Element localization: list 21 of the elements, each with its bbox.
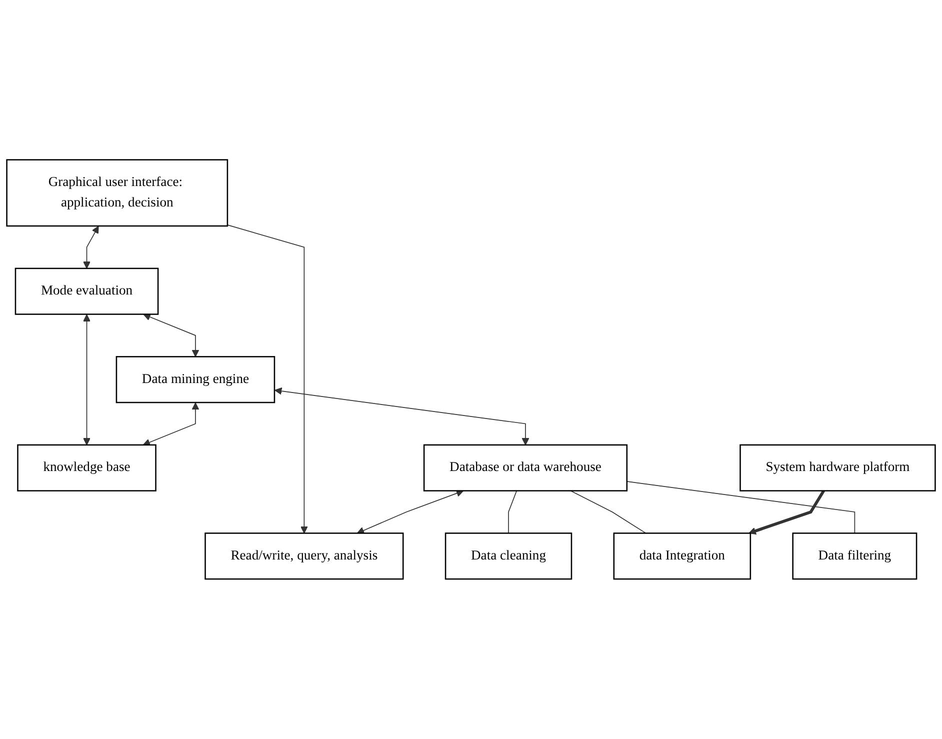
- connector: [570, 490, 646, 534]
- arrow: [227, 224, 308, 534]
- arrow: [142, 402, 200, 446]
- node-box: Mode evaluation: [14, 268, 159, 315]
- node-box: knowledge base: [17, 444, 156, 492]
- node-box: Database or data warehouse: [423, 444, 628, 492]
- arrow: [748, 490, 825, 535]
- connector: [626, 481, 856, 534]
- node-box: data Integration: [613, 532, 752, 580]
- arrow: [143, 314, 200, 358]
- node-box: Data filtering: [792, 532, 918, 580]
- node-box: Data cleaning: [444, 532, 572, 580]
- arrow: [83, 226, 99, 269]
- node-box: Graphical user interface: application, decision: [6, 159, 228, 227]
- arrow: [274, 388, 530, 446]
- node-box: Data mining engine: [116, 356, 276, 404]
- connector: [508, 490, 518, 534]
- node-box: Read/write, query, analysis: [204, 532, 404, 580]
- node-box: System hardware platform: [740, 444, 936, 492]
- arrow: [356, 490, 464, 534]
- arrow: [83, 314, 90, 446]
